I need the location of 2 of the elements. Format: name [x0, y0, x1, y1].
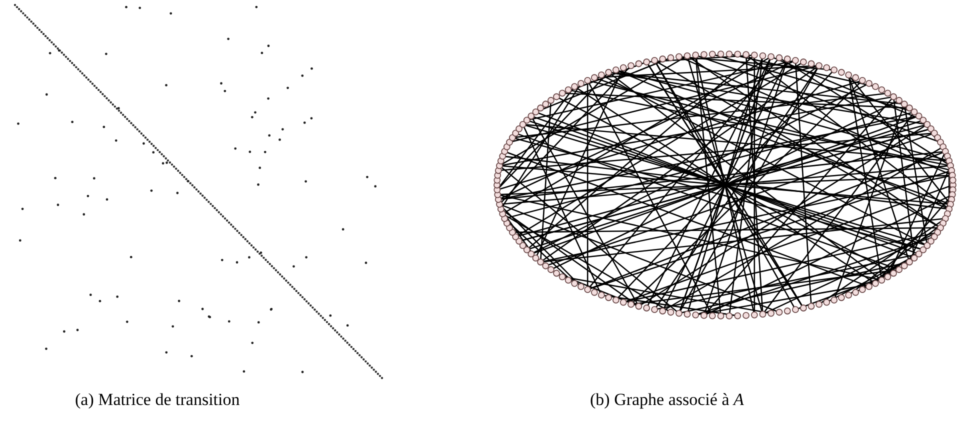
- figure-caption: (b) Graphe associé à A: [590, 390, 744, 410]
- figure-caption: (a) Matrice de transition: [75, 390, 240, 410]
